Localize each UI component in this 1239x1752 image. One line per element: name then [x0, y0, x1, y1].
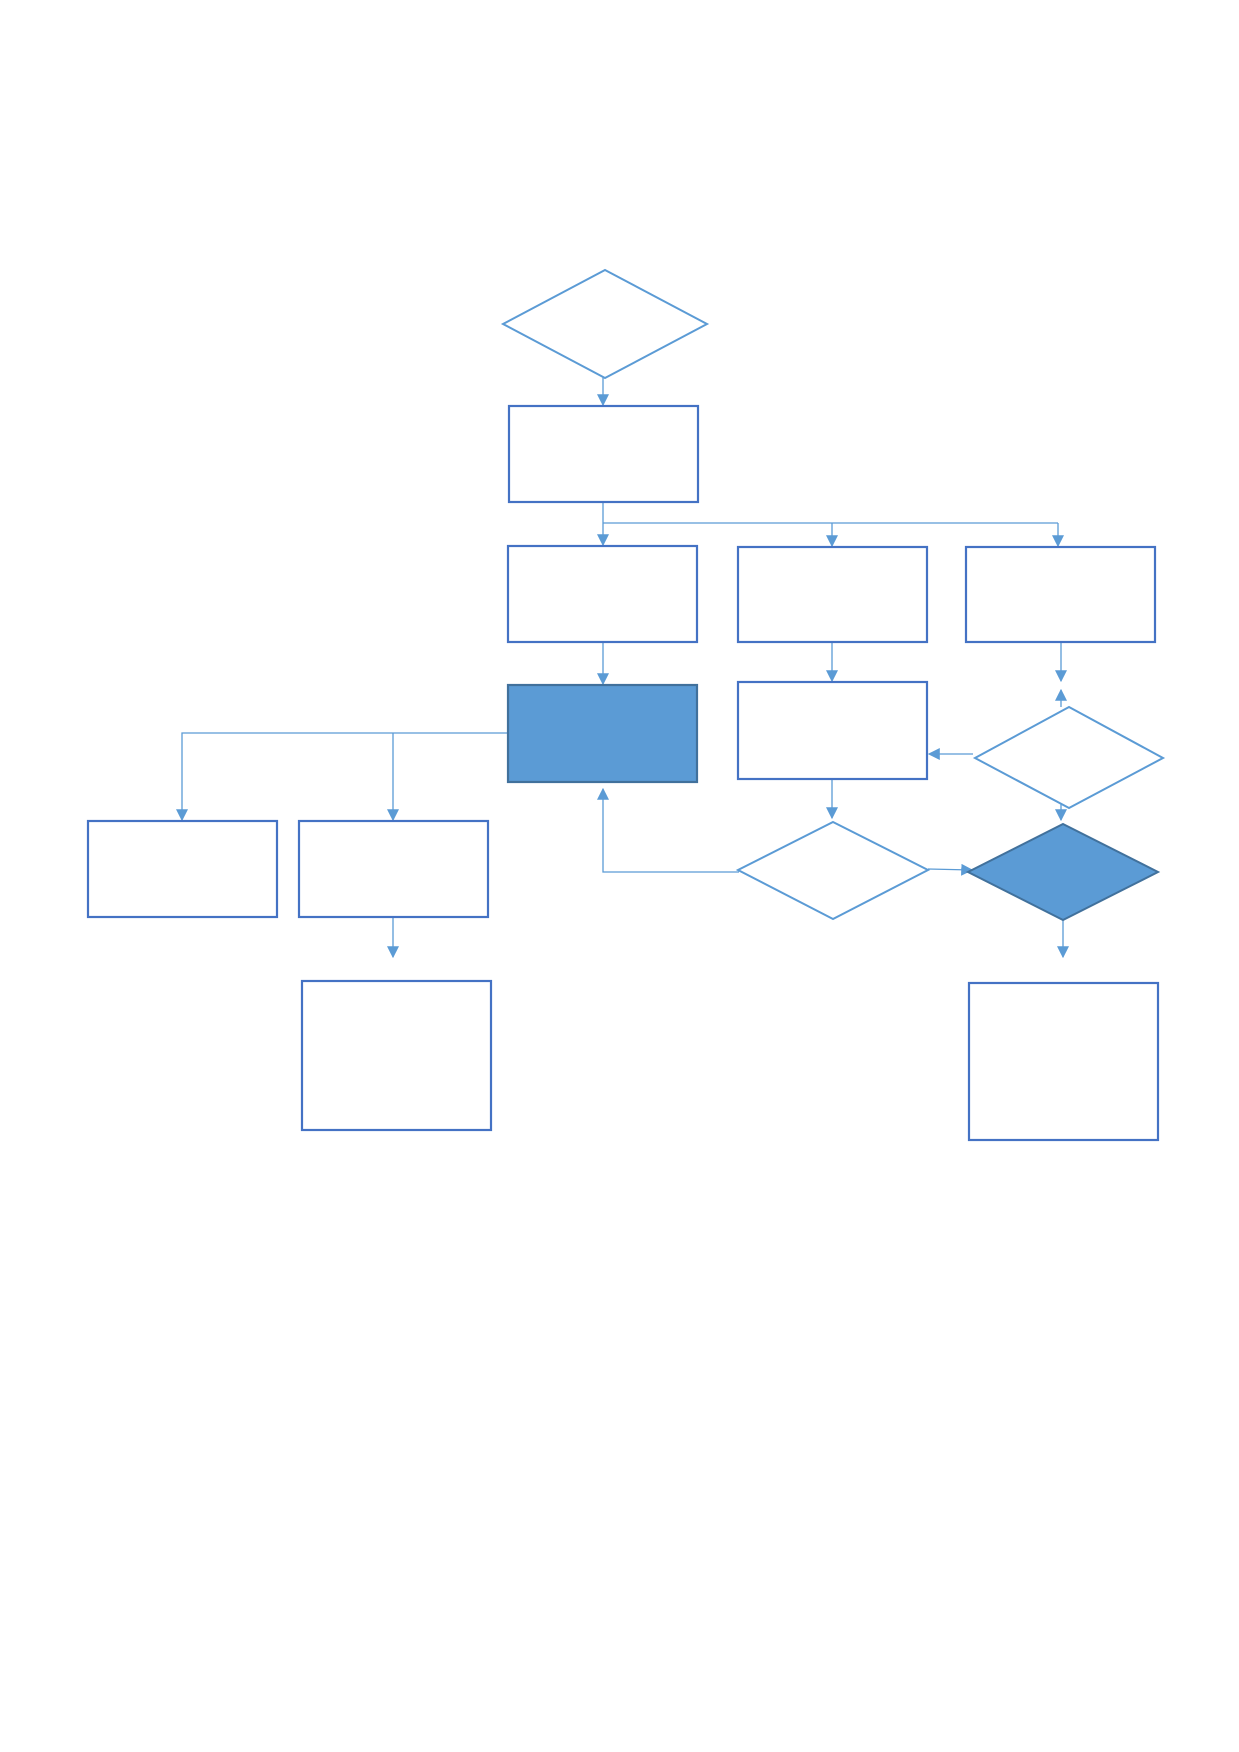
left-step	[297, 819, 490, 919]
highlighted-decision	[965, 822, 1161, 922]
branch-left-step	[506, 544, 699, 644]
nodes	[86, 268, 1166, 1142]
process-step-1	[507, 404, 700, 504]
branch-middle-step	[736, 545, 929, 644]
connectors	[176, 362, 1069, 959]
highlighted-step	[506, 683, 699, 784]
right-decision	[972, 705, 1166, 810]
middle-decision	[735, 820, 931, 921]
branch-right-step	[964, 545, 1157, 644]
edge-middle-decision-to-highlighted	[597, 787, 739, 873]
edge-middle-decision-to-highlighted-decision	[927, 863, 974, 876]
middle-process-step	[736, 680, 929, 781]
start-decision	[500, 268, 710, 380]
edge-highlighted-to-left-bus	[176, 732, 507, 822]
far-left-step	[86, 819, 279, 919]
right-final-step	[967, 981, 1160, 1142]
left-final-step	[300, 979, 493, 1132]
